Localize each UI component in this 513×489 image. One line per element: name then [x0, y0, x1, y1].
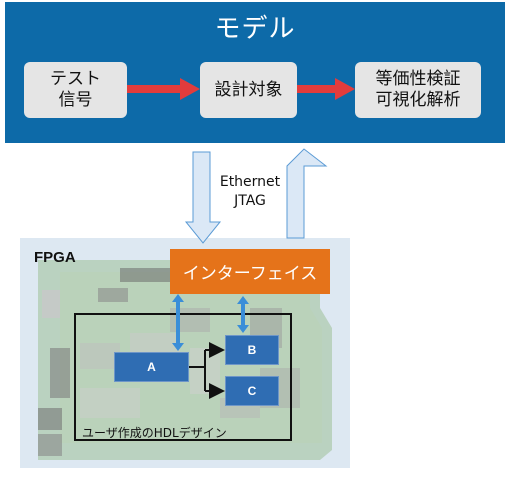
test-signal-box: テスト 信号	[24, 62, 127, 118]
flow-arrow-2	[297, 78, 355, 100]
module-c: C	[225, 376, 279, 406]
model-title: モデル	[214, 14, 296, 44]
design-under-test-box: 設計対象	[200, 62, 297, 118]
link-label: Ethernet JTAG	[219, 174, 281, 209]
module-b: B	[225, 335, 279, 365]
interface-block: インターフェイス	[170, 249, 330, 294]
fpga-label: FPGA	[34, 249, 76, 266]
connection-a-to-bc	[189, 342, 225, 399]
hdl-design-frame	[74, 313, 292, 441]
uplink-arrow	[286, 148, 328, 239]
module-a: A	[114, 352, 189, 382]
evaluation-box: 等価性検証 可視化解析	[355, 62, 481, 118]
downlink-arrow	[184, 151, 222, 244]
bus-arrow-to-b	[237, 296, 249, 333]
bus-arrow-to-a	[172, 294, 184, 351]
hdl-design-label: ユーザ作成のHDLデザイン	[82, 426, 227, 440]
flow-arrow-1	[127, 78, 200, 100]
